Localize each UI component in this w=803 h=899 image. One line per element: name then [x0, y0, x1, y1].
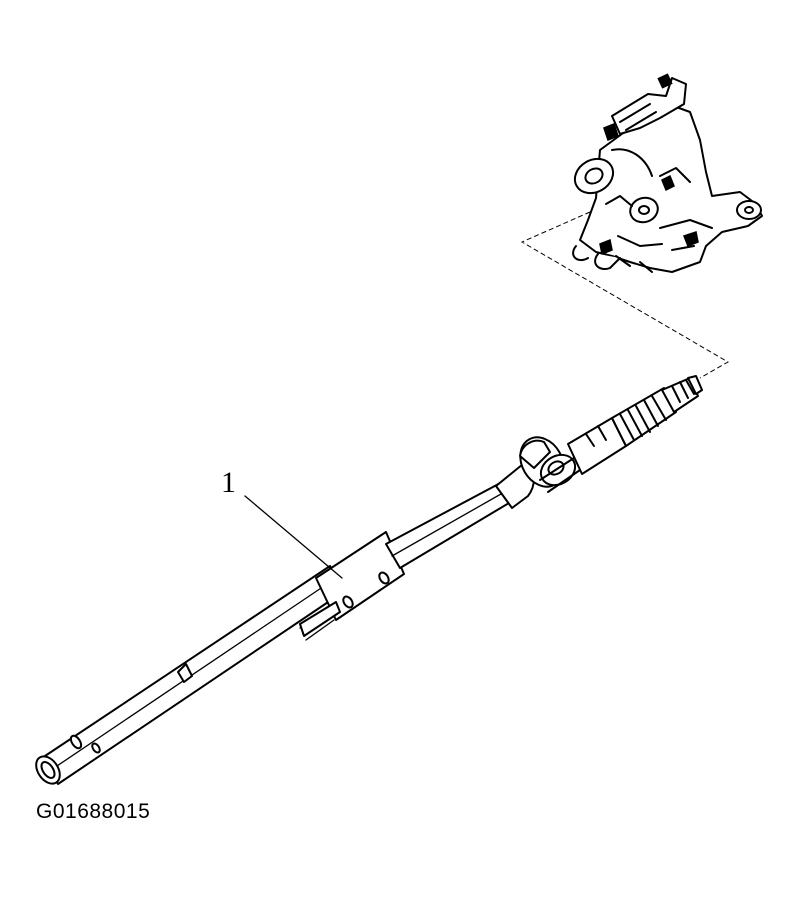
callout-1: 1: [221, 466, 343, 579]
leader-line-1: [244, 495, 343, 579]
alignment-dashed-lines: [520, 211, 730, 379]
steering-column-housing: [572, 73, 763, 273]
figure-id: G01688015: [36, 800, 151, 823]
callout-label-1: 1: [221, 466, 236, 499]
steering-shaft: [35, 375, 703, 785]
